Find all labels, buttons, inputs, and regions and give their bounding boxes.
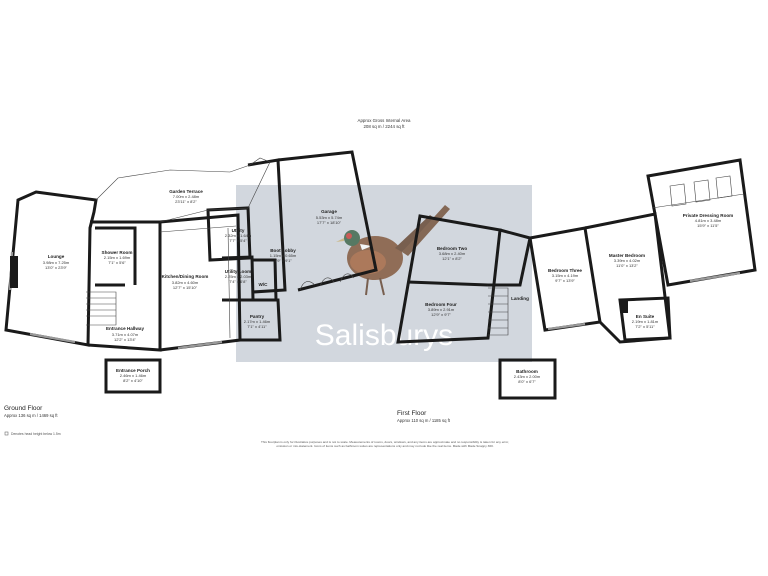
entrance-porch-imperial: 8'2" x 4'10" (123, 378, 143, 383)
fireplace-icon (10, 256, 18, 288)
dressing-room-label: Private Dressing Room (683, 213, 734, 218)
shower-room-dims: 2.15m x 1.69m (104, 255, 131, 260)
porch-walls (104, 358, 162, 394)
boot-lobby-dims: 1.15m x 0.65m (270, 253, 297, 258)
shower-room-imperial: 7'1" x 5'6" (108, 260, 126, 265)
garage-dims: 5.53m x 5.74m (316, 215, 343, 220)
bathroom-label: Bathroom (516, 369, 538, 374)
hallway-walls (87, 220, 162, 352)
lounge-imperial: 13'0" x 23'9" (45, 265, 68, 270)
entrance-hallway-imperial: 12'2" x 13'4" (114, 337, 137, 342)
entrance-hallway-label: Entrance Hallway (106, 326, 144, 331)
wc-walls (253, 258, 278, 301)
bathroom-walls (498, 358, 557, 400)
en-suite-dims: 2.19m x 1.81m (632, 319, 659, 324)
master-bedroom-label: Master Bedroom (609, 253, 645, 258)
garage-walls (277, 150, 378, 292)
entrance-porch-label: Entrance Porch (116, 368, 150, 373)
pantry-imperial: 7'1" x 4'11" (247, 324, 267, 329)
stairs-first (488, 287, 509, 336)
garden-terrace-imperial: 23'11" x 8'2" (175, 199, 197, 204)
dressing-room-dims: 4.81m x 3.48m (695, 218, 722, 223)
utility-loom-label: Utility Loom (225, 269, 252, 274)
utility-imperial: 7'7" x 5'4" (229, 238, 247, 243)
bathroom-imperial: 8'0" x 6'7" (518, 379, 536, 384)
first-floor-label: First Floor (397, 410, 427, 417)
en-suite-label: En Suite (636, 314, 655, 319)
bedroom-two-imperial: 12'1" x 8'2" (442, 256, 462, 261)
wc-label: W/C (259, 282, 269, 287)
pantry-label: Pantry (250, 314, 265, 319)
boot-lobby-label: Boot Lobby (270, 248, 296, 253)
legend-swatch (4, 431, 9, 436)
bedroom-three-dims: 3.15m x 4.19m (552, 273, 579, 278)
bedroom-three-imperial: 9'7" x 13'9" (555, 278, 575, 283)
dressing-window (689, 271, 741, 283)
utility-dims: 2.32m x 1.64m (225, 233, 252, 238)
gross-area-title: Approx Gross Internal Area (358, 118, 412, 123)
boot-lobby-imperial: 3'9" x 9'1" (274, 258, 292, 263)
utility-label: Utility (232, 228, 245, 233)
bedroom-three-label: Bedroom Three (548, 268, 582, 273)
pantry-dims: 2.17m x 1.46m (244, 319, 271, 324)
landing-walls (488, 228, 532, 287)
shower-room-label: Shower Room (102, 250, 133, 255)
bed-two-four-walls (396, 214, 502, 344)
ground-floor-label: Ground Floor (4, 405, 43, 412)
disclaimer-text: This floorplan is only for illustrative … (261, 440, 509, 449)
stairs-ground (86, 291, 117, 326)
lounge-label: Lounge (48, 254, 65, 259)
wardrobe-icon (620, 301, 628, 313)
bathroom-dims: 2.43m x 2.00m (514, 374, 541, 379)
master-bedroom-dims: 3.39m x 4.02m (614, 258, 641, 263)
bedroom-two-divider (407, 280, 489, 287)
lounge-window-bottom (29, 332, 76, 344)
bedroom-two-dims: 3.68m x 2.40m (439, 251, 466, 256)
first-floor-area: Approx 110 sq m / 1185 sq ft (397, 418, 450, 423)
kitchen-worktop (159, 225, 237, 339)
landing-label: Landing (511, 296, 529, 301)
watermark-text: Salisburys (315, 319, 453, 352)
garden-terrace-dims: 7.00m x 2.48m (173, 194, 200, 199)
lounge-dims: 3.98m x 7.25m (43, 260, 70, 265)
gross-area-value: 208 sq m / 2244 sq ft (363, 124, 405, 129)
dressing-walls (646, 158, 757, 287)
dressing-room-imperial: 15'9" x 11'5" (697, 223, 719, 228)
dressing-skylights (669, 175, 733, 207)
kitchen-label: Kitchen/Dining Room (162, 274, 209, 279)
bedroom-four-label: Bedroom Four (425, 302, 457, 307)
utility-loom-dims: 2.25m x 2.03m (225, 274, 252, 279)
garden-terrace-outline (95, 157, 271, 223)
legend-note: Denotes head height below 1.5m (11, 432, 61, 436)
ground-floor-area: Approx 136 sq m / 1469 sq ft (4, 413, 58, 418)
en-suite-imperial: 7'2" x 5'11" (635, 324, 655, 329)
entrance-hallway-dims: 3.71m x 4.07m (112, 332, 139, 337)
bedroom-four-dims: 3.89m x 2.91m (428, 307, 455, 312)
garage-door-arcs (299, 273, 355, 291)
boot-lobby-walls (247, 158, 287, 294)
lounge-walls (4, 190, 98, 347)
garden-terrace-label: Garden Terrace (169, 189, 203, 194)
en-suite-walls (618, 296, 672, 342)
bedroom-four-imperial: 12'9" x 9'7" (431, 312, 451, 317)
garage-label: Garage (321, 209, 337, 214)
shower-room-walls (95, 226, 137, 287)
kitchen-window (177, 340, 223, 350)
entrance-porch-dims: 2.46m x 1.46m (120, 373, 147, 378)
garage-imperial: 17'7" x 18'10" (317, 220, 342, 225)
bed-three-window (547, 322, 586, 331)
pantry-walls (222, 298, 282, 342)
dressing-headline (651, 193, 745, 209)
kitchen-imperial: 12'7" x 15'10" (173, 285, 198, 290)
kitchen-dims: 3.82m x 4.60m (172, 280, 199, 285)
utility-loom-imperial: 7'4" x 6'8" (229, 279, 247, 284)
master-bedroom-imperial: 11'0" x 13'2" (616, 263, 638, 268)
bedroom-two-label: Bedroom Two (437, 246, 467, 251)
